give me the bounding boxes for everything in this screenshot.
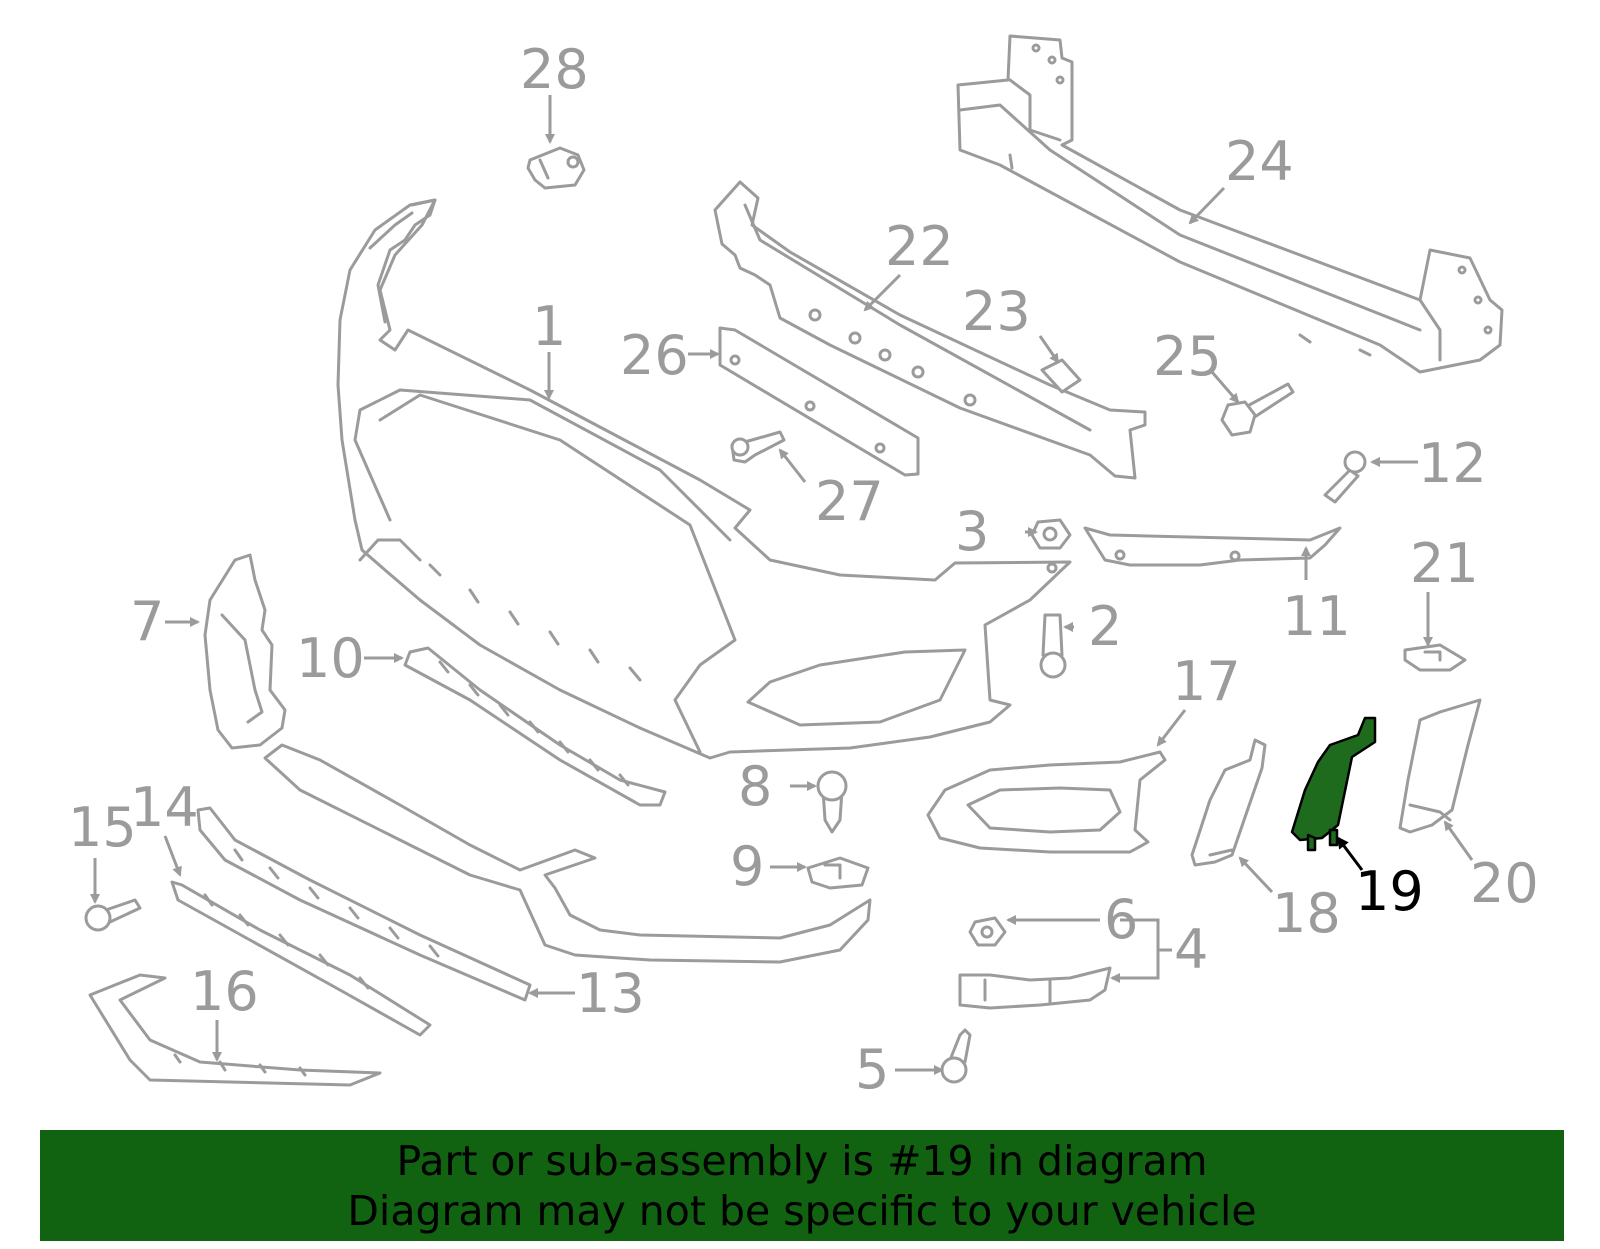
callout-15: 15 [68,796,137,859]
part-25-bolt [1220,382,1295,437]
part-6-nut [968,916,1007,947]
part-12-screw [1323,450,1367,504]
callout-3: 3 [955,500,989,563]
part-13-lower-trim [263,743,872,964]
part-20-panel [1398,698,1482,834]
callout-4: 4 [1174,918,1208,981]
callout-13: 13 [576,962,645,1025]
callout-22: 22 [885,215,954,278]
part-13-strip [170,880,432,1037]
callout-24: 24 [1225,130,1294,193]
leader-lines [90,95,1474,1075]
callout-26: 26 [620,324,689,387]
part-1-bumper-cover [336,198,1072,760]
part-27-bolt [730,430,786,464]
callout-10: 10 [296,627,365,690]
callout-1: 1 [532,295,566,358]
part-26-license-bracket [718,326,920,477]
callout-11: 11 [1282,585,1351,648]
part-19-highlighted-bracket [1290,716,1377,852]
part-11-bracket-strip [1083,526,1342,567]
callout-28: 28 [520,38,589,101]
part-10-grille-strip [403,646,667,807]
part-16-corner-trim [88,973,382,1087]
callout-6: 6 [1104,888,1138,951]
part-18-panel [1190,738,1267,867]
callout-7: 7 [130,590,164,653]
part-14-moulding-strip [196,806,532,1002]
callout-23: 23 [962,280,1031,343]
callout-20: 20 [1470,852,1539,915]
banner-line-part: Part or sub-assembly is #19 in diagram [396,1136,1208,1185]
part-15-screw [84,898,142,932]
part-5-screw [940,1028,972,1084]
callout-5: 5 [855,1038,889,1101]
callout-27: 27 [815,470,884,533]
callout-18: 18 [1272,882,1341,945]
part-21-clip [1403,643,1467,672]
callout-12: 12 [1418,432,1487,495]
banner-line-disclaimer: Diagram may not be specific to your vehi… [347,1186,1257,1235]
part-28-clip [526,146,586,190]
info-banner: Part or sub-assembly is #19 in diagram D… [40,1130,1564,1241]
callout-labels: 28 1 2 3 4 5 6 7 8 9 10 11 12 13 14 15 1… [68,38,1539,1101]
part-22-energy-absorber [713,180,1147,480]
callout-17: 17 [1172,650,1241,713]
callout-9: 9 [730,835,764,898]
part-24-bumper-reinforcement [956,34,1504,374]
part-8-screw [816,770,848,834]
part-3-nut [1030,518,1072,550]
callout-25: 25 [1153,325,1222,388]
part-9-clip [806,856,870,890]
part-4-bracket [958,966,1112,1010]
callout-16: 16 [190,960,259,1023]
part-17-fog-lamp-bezel [926,750,1167,854]
parts-diagram: 28 1 2 3 4 5 6 7 8 9 10 11 12 13 14 15 1… [68,34,1539,1101]
part-7-side-bracket [203,553,287,750]
part-2-push-pin [1039,613,1067,679]
callout-21: 21 [1410,532,1479,595]
callout-14: 14 [130,776,199,839]
callout-8: 8 [738,755,772,818]
callout-2: 2 [1088,595,1122,658]
callout-19: 19 [1355,860,1424,923]
